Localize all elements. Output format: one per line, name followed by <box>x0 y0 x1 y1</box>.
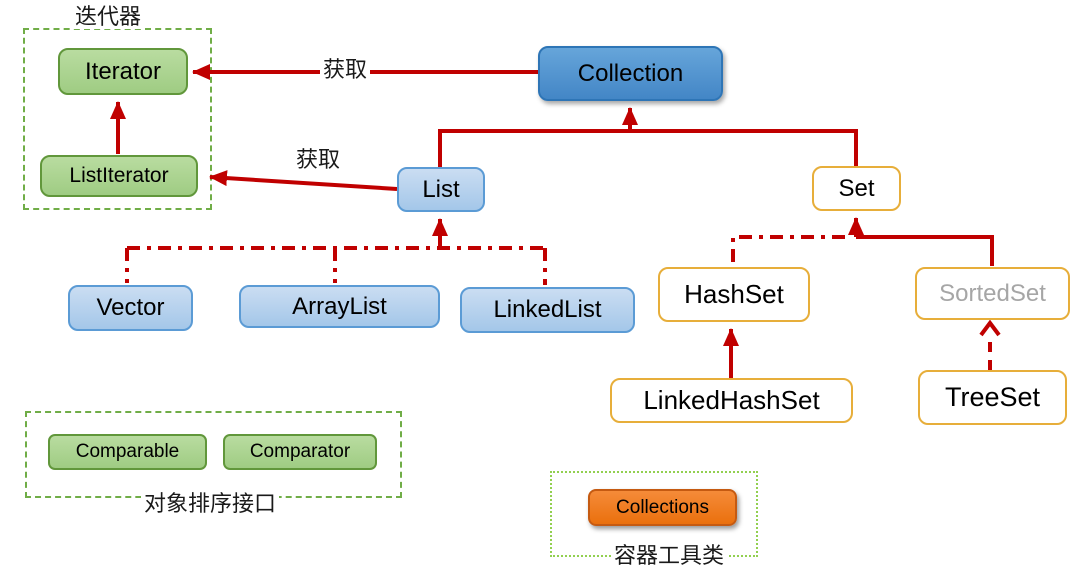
node-iterator: Iterator <box>58 48 188 95</box>
node-comparator: Comparator <box>223 434 377 470</box>
open-arrowhead-sortedset <box>979 319 1001 337</box>
node-comparator-label: Comparator <box>249 441 351 462</box>
node-arraylist-label: ArrayList <box>292 292 387 320</box>
node-list: List <box>397 167 485 212</box>
arrow-list-to-listiterator <box>209 170 398 191</box>
line-collection-children <box>438 129 858 167</box>
caption-fetch-collection: 获取 <box>320 57 371 83</box>
node-listiterator-label: ListIterator <box>69 164 169 187</box>
node-collections: Collections <box>588 489 737 526</box>
node-sortedset: SortedSet <box>915 267 1070 320</box>
dashdot-hashset-to-set <box>731 235 845 265</box>
caption-fetch-list: 获取 <box>293 147 344 173</box>
node-linkedhashset-label: LinkedHashSet <box>643 385 820 415</box>
node-hashset-label: HashSet <box>684 279 784 309</box>
node-list-label: List <box>422 175 460 203</box>
node-sortedset-label: SortedSet <box>939 279 1046 307</box>
node-treeset-label: TreeSet <box>944 382 1041 412</box>
node-vector-label: Vector <box>96 294 165 321</box>
node-iterator-label: Iterator <box>84 57 162 85</box>
node-linkedlist-label: LinkedList <box>493 296 602 323</box>
node-arraylist: ArrayList <box>239 285 440 328</box>
node-hashset: HashSet <box>658 267 810 322</box>
caption-sorting-group: 对象排序接口 <box>141 491 280 517</box>
node-collections-label: Collections <box>616 496 709 518</box>
node-comparable-label: Comparable <box>75 441 180 462</box>
node-collection: Collection <box>538 46 723 101</box>
node-vector: Vector <box>68 285 193 331</box>
node-set-label: Set <box>838 174 875 202</box>
node-listiterator: ListIterator <box>40 155 198 197</box>
node-treeset: TreeSet <box>918 370 1067 425</box>
caption-iterator-group: 迭代器 <box>72 4 145 30</box>
caption-utility-group: 容器工具类 <box>611 543 728 569</box>
node-set: Set <box>812 166 901 211</box>
line-set-to-sortedset <box>856 235 994 266</box>
node-collection-label: Collection <box>577 59 684 87</box>
node-linkedlist: LinkedList <box>460 287 635 333</box>
node-linkedhashset: LinkedHashSet <box>610 378 853 423</box>
node-comparable: Comparable <box>48 434 207 470</box>
